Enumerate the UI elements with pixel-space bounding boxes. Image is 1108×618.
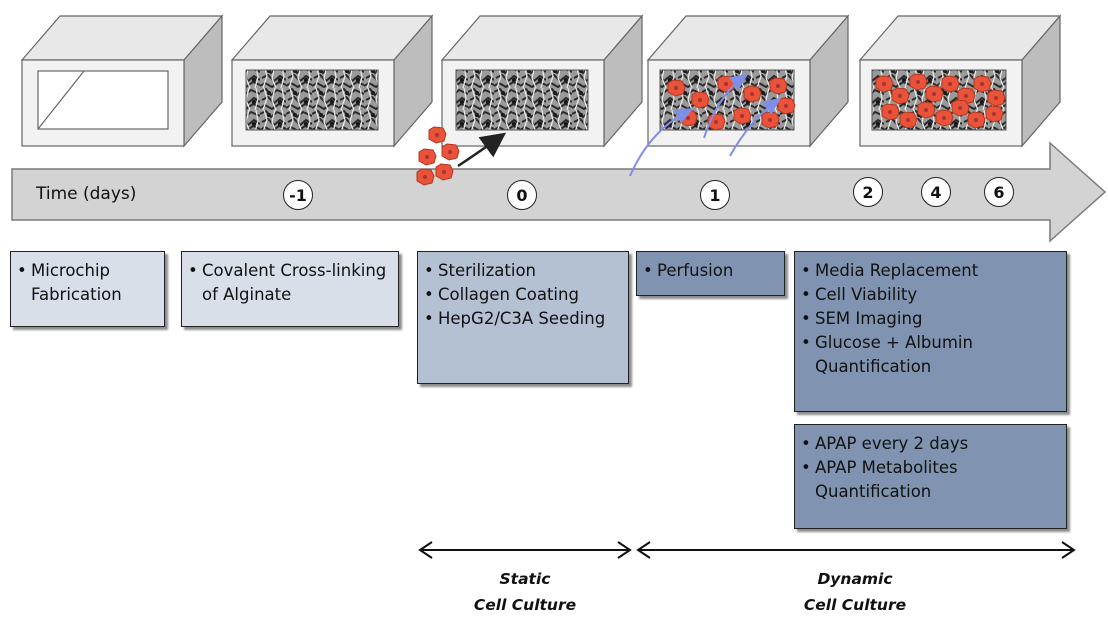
microchip-scaffold-illustration (230, 14, 434, 148)
step-item: HepG2/C3A Seeding (424, 307, 620, 331)
step-item: Glucose + Albumin Quantification (801, 331, 1058, 379)
timeline-arrow (11, 141, 1107, 243)
step-item: Collagen Coating (424, 283, 620, 307)
phase-title: Dynamic (817, 570, 893, 588)
step-box-perfusion: Perfusion (636, 251, 785, 296)
phase-label-static: Static Cell Culture (455, 566, 595, 618)
microchip-coated-illustration (440, 14, 644, 148)
seeding-cells-illustration (416, 126, 507, 186)
step-item: Cell Viability (801, 283, 1058, 307)
step-box-crosslinking: Covalent Cross-linking of Alginate (181, 251, 399, 327)
day-marker: 6 (984, 177, 1014, 207)
timeline-label: Time (days) (36, 184, 137, 204)
phase-subtitle: Cell Culture (473, 596, 577, 614)
step-item: Microchip Fabrication (17, 259, 156, 307)
step-item: SEM Imaging (801, 307, 1058, 331)
step-item: Sterilization (424, 259, 620, 283)
step-item: Media Replacement (801, 259, 1058, 283)
phase-subtitle: Cell Culture (803, 596, 907, 614)
seeding-arrow (457, 132, 507, 168)
step-box-apap: APAP every 2 days APAP Metabolites Quant… (794, 424, 1067, 529)
phase-arrows (418, 541, 1076, 559)
step-item: APAP Metabolites Quantification (801, 456, 1058, 504)
step-item: APAP every 2 days (801, 432, 1058, 456)
microchip-empty-illustration (20, 14, 224, 148)
day-marker: 1 (700, 180, 730, 210)
microchip-seeded-illustration (646, 14, 850, 148)
day-marker: 0 (507, 180, 537, 210)
perfusion-arrows (629, 73, 782, 177)
phase-label-dynamic: Dynamic Cell Culture (775, 566, 935, 618)
step-item: Covalent Cross-linking of Alginate (188, 259, 390, 307)
step-box-static-prep: Sterilization Collagen Coating HepG2/C3A… (417, 251, 629, 384)
step-box-microchip-fabrication: Microchip Fabrication (10, 251, 165, 327)
day-marker: -1 (283, 180, 313, 210)
step-box-dynamic-assays: Media Replacement Cell Viability SEM Ima… (794, 251, 1067, 412)
phase-title: Static (499, 570, 551, 588)
day-marker: 4 (921, 177, 951, 207)
microchip-confluent-illustration (858, 14, 1062, 148)
step-item: Perfusion (643, 259, 776, 283)
day-marker: 2 (853, 177, 883, 207)
